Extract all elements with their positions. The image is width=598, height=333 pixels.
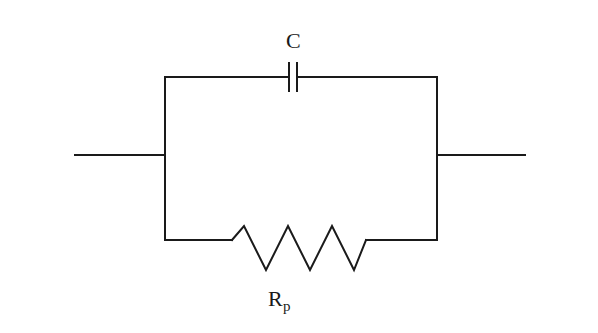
resistor-symbol (232, 226, 366, 270)
capacitor-symbol (288, 63, 290, 91)
capacitor-symbol (296, 63, 298, 91)
left-terminal-lead (75, 154, 165, 156)
top-wire (297, 76, 437, 78)
bottom-wire (366, 239, 437, 241)
bottom-wire (165, 239, 232, 241)
subscript-label: p (283, 299, 291, 314)
left-junction-wire (164, 77, 166, 240)
right-terminal-lead (437, 154, 525, 156)
top-wire (165, 76, 289, 78)
component-label: C (286, 30, 301, 52)
component-label: R (268, 288, 283, 310)
right-junction-wire (436, 77, 438, 240)
